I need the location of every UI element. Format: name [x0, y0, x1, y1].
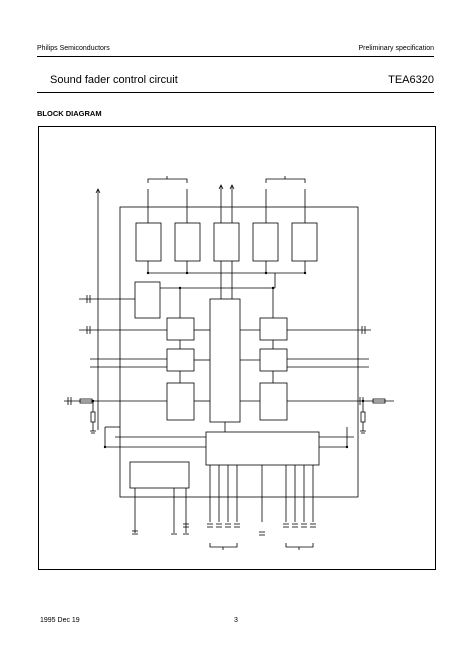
top-block-4 — [252, 222, 279, 262]
i2c-interface-block — [129, 461, 190, 489]
input-selector-left-1 — [166, 317, 195, 341]
input-selector-left-2 — [166, 348, 195, 372]
volume-right-block — [259, 382, 288, 421]
top-block-1 — [135, 222, 162, 262]
ic-outline — [119, 206, 359, 498]
part-number: TEA6320 — [388, 74, 434, 86]
company-name: Philips Semiconductors — [37, 45, 110, 52]
top-block-5 — [291, 222, 318, 262]
central-control-block — [209, 298, 241, 423]
page-number: 3 — [234, 617, 238, 624]
top-block-3 — [213, 222, 240, 262]
title-rule — [37, 92, 434, 93]
block-diagram — [38, 126, 436, 570]
block-diagram-drawing — [64, 176, 394, 550]
section-heading: BLOCK DIAGRAM — [37, 109, 102, 118]
top-block-2 — [174, 222, 201, 262]
footer-date: 1995 Dec 19 — [40, 617, 80, 624]
input-selector-right-1 — [259, 317, 288, 341]
document-status: Preliminary specification — [358, 45, 434, 52]
left-control-block — [134, 281, 161, 319]
fader-output-block — [205, 431, 320, 466]
volume-left-block — [166, 382, 195, 421]
product-title: Sound fader control circuit — [50, 74, 178, 86]
input-selector-right-2 — [259, 348, 288, 372]
header-rule — [37, 56, 434, 57]
